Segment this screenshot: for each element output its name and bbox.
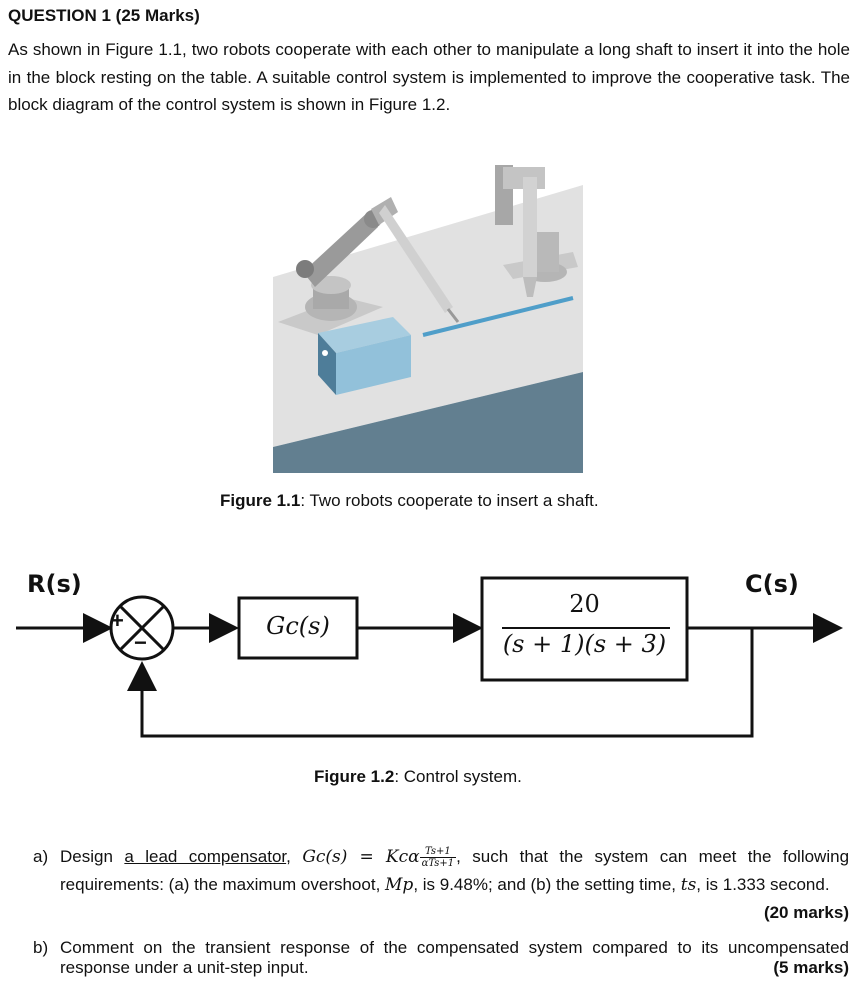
- question-a-comma: ,: [286, 847, 303, 866]
- plant-denominator: (s + 1)(s + 3): [502, 630, 667, 658]
- robot-illustration: [273, 157, 583, 473]
- input-label: R(s): [27, 570, 82, 598]
- intro-paragraph: As shown in Figure 1.1, two robots coope…: [8, 40, 850, 114]
- figure-1-1-caption: Figure 1.1: Two robots cooperate to inse…: [220, 491, 599, 511]
- feedback-path: [127, 628, 754, 738]
- sum-minus-sign: −: [134, 630, 147, 655]
- output-label: C(s): [745, 570, 799, 598]
- block-diagram: [16, 576, 843, 738]
- max-overshoot-symbol: Mp: [385, 875, 414, 895]
- figure-1-1-caption-text: : Two robots cooperate to insert a shaft…: [300, 491, 599, 510]
- controller-label: Gc(s): [266, 612, 330, 640]
- question-b-prefix: b): [33, 938, 49, 957]
- question-a-text-3: , is 9.48%; and (b) the setting time,: [413, 875, 681, 894]
- question-a-marks: (20 marks): [763, 903, 849, 922]
- question-b-marks: (5 marks): [773, 958, 849, 977]
- figure-1-2-caption-text: : Control system.: [394, 767, 522, 786]
- question-b: b) Comment on the transient response of …: [33, 938, 849, 978]
- figure-1-2-caption: Figure 1.2: Control system.: [314, 767, 522, 787]
- sum-plus-sign: +: [111, 608, 124, 633]
- plant-numerator: 20: [569, 590, 600, 618]
- settling-time-symbol: ts: [680, 875, 697, 895]
- question-b-text: Comment on the transient response of the…: [60, 938, 849, 977]
- compensator-denominator: αTs+1: [421, 858, 455, 870]
- figure-1-2-label: Figure 1.2: [314, 767, 395, 786]
- compensator-numerator: Ts+1: [419, 846, 457, 859]
- question-a-text-1: Design: [60, 847, 125, 866]
- question-a: a) Design a lead compensator, Gc(s) = Kc…: [33, 843, 849, 927]
- controller-block: [237, 596, 359, 660]
- question-a-text-4: , is 1.333 second.: [696, 875, 830, 894]
- question-a-text-2: , such that the system can meet the foll…: [60, 847, 850, 894]
- question-heading: QUESTION 1 (25 Marks): [8, 6, 200, 25]
- question-a-prefix: a): [33, 847, 49, 866]
- lead-compensator-term: a lead compensator: [124, 847, 287, 866]
- compensator-formula: Gc(s) = Kcα: [302, 847, 420, 867]
- figure-1-1-label: Figure 1.1: [220, 491, 301, 510]
